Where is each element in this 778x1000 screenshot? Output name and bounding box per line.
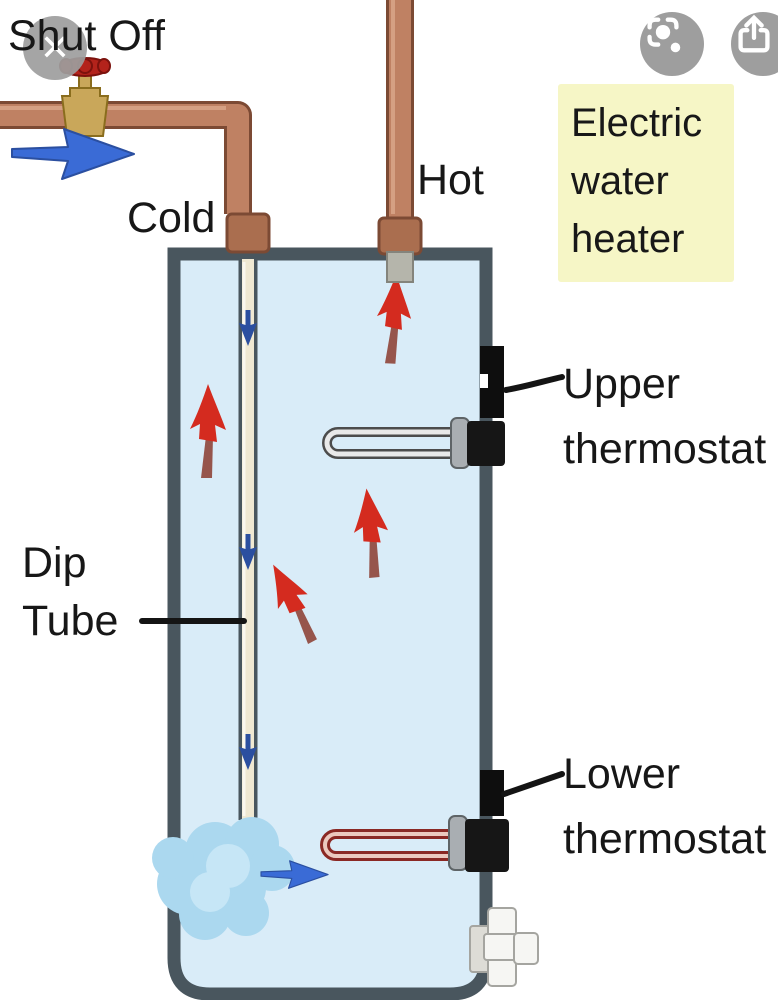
close-icon: ✕ <box>39 27 71 68</box>
upper-thermostat <box>480 346 565 418</box>
close-button[interactable]: ✕ <box>23 16 87 80</box>
upper-heating-element <box>322 417 505 469</box>
hot-label: Hot <box>417 156 484 204</box>
cold-label: Cold <box>127 194 216 242</box>
drain-valve <box>469 907 539 987</box>
dip-tube-label: Dip Tube <box>22 539 119 646</box>
share-icon <box>738 14 770 53</box>
inlet-flow-arrow <box>11 128 135 180</box>
cold-water-cloud <box>152 817 295 940</box>
shut-off-label: Shut Off <box>8 12 165 60</box>
lower-heating-element <box>320 815 509 872</box>
hot-outlet-pipe <box>377 0 423 283</box>
lens-icon <box>647 17 681 53</box>
lens-button[interactable] <box>640 12 704 76</box>
lower-thermostat-label: Lower thermostat <box>563 750 767 863</box>
diagram-title: Electric water heater <box>558 84 734 282</box>
upper-thermostat-label: Upper thermostat <box>563 360 767 473</box>
share-button[interactable] <box>731 12 778 76</box>
lower-thermostat <box>480 770 565 816</box>
